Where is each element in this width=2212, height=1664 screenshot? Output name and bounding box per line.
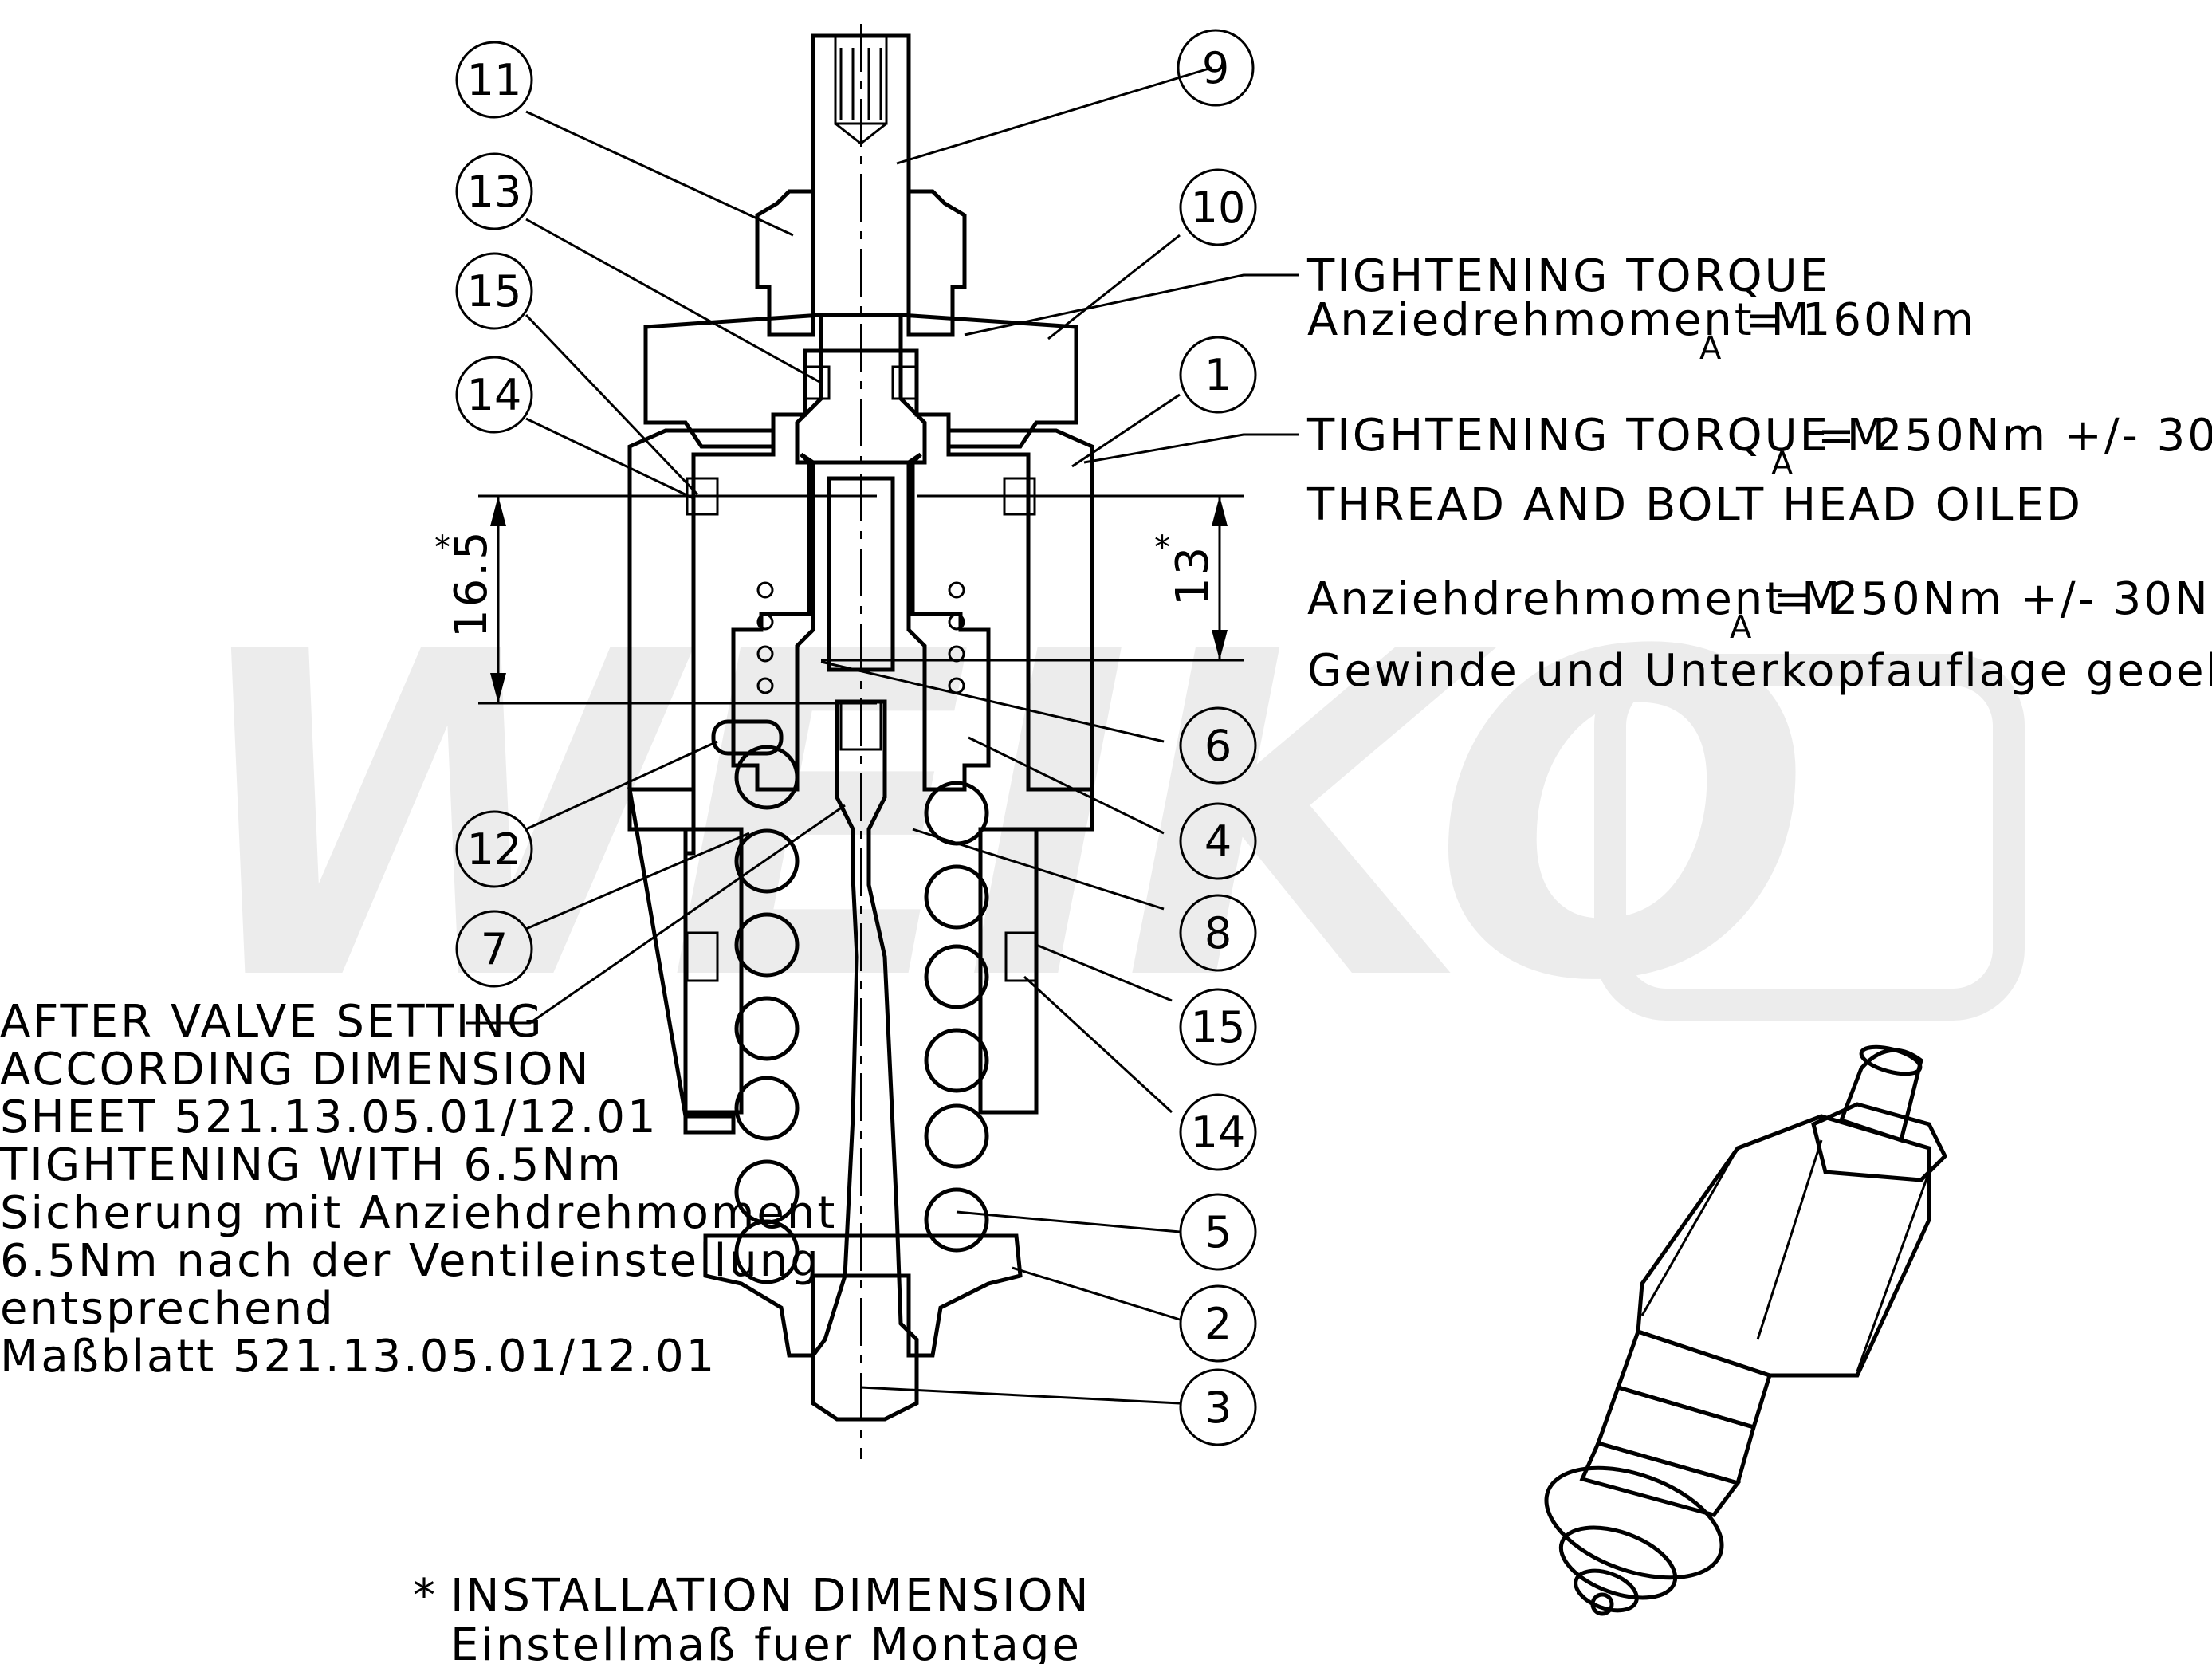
part-oring-15-left (686, 931, 719, 982)
part-lock-nut-left (755, 189, 815, 337)
part-guide-right (906, 452, 991, 792)
note-valve-setting-line: AFTER VALVE SETTING (0, 996, 544, 1048)
svg-text:14: 14 (1191, 1107, 1246, 1158)
note-torque-250: TIGHTENING TORQUE M A = 250Nm +/- 30Nm T… (1306, 410, 2212, 697)
balloons: 9 11 10 13 15 1 14 6 12 4 7 8 15 14 5 2 … (455, 29, 1257, 1446)
balloon-3: 3 (1179, 1368, 1257, 1446)
part-seal-13-left (803, 365, 831, 400)
balloon-15-top: 15 (455, 252, 533, 330)
note-valve-setting-line: ACCORDING DIMENSION (0, 1044, 591, 1096)
balloon-4: 4 (1179, 802, 1257, 880)
valve-cross-section (627, 24, 1094, 1459)
svg-text:11: 11 (467, 55, 522, 105)
balloon-12: 12 (455, 810, 533, 888)
svg-text:8: 8 (1204, 908, 1232, 958)
valve-3d-hex-body (1636, 1114, 1931, 1378)
note-installation-en: INSTALLATION DIMENSION (450, 1570, 1091, 1622)
dimension-left-star: * (434, 529, 450, 566)
note-installation-star: * (413, 1570, 438, 1622)
note-torque-250-sub: A (1771, 446, 1794, 482)
balloon-15-bottom: 15 (1179, 988, 1257, 1066)
part-sleeve-left (683, 827, 744, 1115)
balloon-7: 7 (455, 910, 533, 988)
valve-3d-view (1544, 1044, 1948, 1616)
dimension-right: 13 * (821, 494, 1244, 662)
valve-3d-tip (1590, 1592, 1614, 1616)
valve-3d-ring-1 (1615, 1328, 1773, 1430)
note-valve-setting-line: SHEET 521.13.05.01/12.01 (0, 1092, 658, 1143)
dimension-left-value: 16.5 (446, 529, 497, 638)
dimension-right-star: * (1154, 529, 1170, 566)
part-valve-stem (811, 699, 919, 1422)
balloon-6: 6 (1179, 706, 1257, 785)
note-installation-de: Einstellmaß fuer Montage (450, 1619, 1082, 1664)
valve-3d-spring-cap (1544, 1465, 1724, 1580)
note-torque-160: TIGHTENING TORQUE Anziedrehmoment M A = … (1306, 250, 1976, 367)
part-hex-cap-right (898, 313, 1078, 449)
note-torque-250-line2: THREAD AND BOLT HEAD OILED (1306, 479, 2083, 531)
part-screw-socket (834, 34, 888, 125)
watermark: WEIKO (183, 559, 2025, 1079)
note-torque-250-value: = 250Nm +/- 30Nm (1817, 410, 2212, 462)
balloon-5: 5 (1179, 1193, 1257, 1271)
note-torque-160-line1: TIGHTENING TORQUE (1306, 250, 1830, 302)
note-torque-250-de-sub: A (1730, 609, 1752, 646)
part-guide-left (731, 452, 815, 792)
note-valve-setting: AFTER VALVE SETTING ACCORDING DIMENSION … (0, 996, 837, 1383)
note-valve-setting-line: Maßblatt 521.13.05.01/12.01 (0, 1331, 717, 1383)
note-torque-250-de-line2: Gewinde und Unterkopfauflage geoelt (1307, 645, 2212, 697)
note-valve-setting-line: entsprechend (0, 1283, 336, 1335)
note-installation: * INSTALLATION DIMENSION Einstellmaß fue… (413, 1570, 1091, 1664)
svg-text:13: 13 (467, 167, 522, 217)
part-hex-cap-left (643, 313, 823, 449)
dimension-right-value: 13 (1167, 545, 1219, 606)
note-valve-setting-line: TIGHTENING WITH 6.5Nm (0, 1139, 623, 1191)
svg-text:7: 7 (481, 924, 508, 974)
svg-text:6: 6 (1204, 721, 1232, 771)
watermark-text: WEIKO (183, 559, 1804, 1079)
svg-text:4: 4 (1204, 816, 1232, 867)
note-torque-250-de-value: = 250Nm +/- 30Nm (1774, 573, 2212, 625)
svg-text:1: 1 (1204, 350, 1232, 400)
note-torque-160-sub: A (1699, 330, 1722, 367)
note-valve-setting-line: Sicherung mit Anziehdrehmoment (0, 1187, 837, 1239)
balloon-2: 2 (1179, 1284, 1257, 1363)
balloon-13: 13 (455, 152, 533, 230)
part-lock-nut-right (906, 189, 967, 337)
balloon-8: 8 (1179, 894, 1257, 972)
svg-text:15: 15 (1191, 1002, 1246, 1052)
dimension-left: 16.5 * (434, 494, 877, 705)
part-oring-15-right (1004, 931, 1038, 982)
note-torque-160-value: = 160Nm (1746, 294, 1976, 346)
balloon-14-top: 14 (455, 356, 533, 434)
balloon-14-bottom: 14 (1179, 1093, 1257, 1171)
svg-text:2: 2 (1204, 1299, 1232, 1349)
note-torque-160-line2: Anziedrehmoment M (1307, 294, 1812, 346)
svg-text:10: 10 (1191, 183, 1246, 233)
svg-text:12: 12 (467, 824, 522, 875)
balloon-9: 9 (1177, 29, 1255, 107)
svg-text:3: 3 (1204, 1383, 1232, 1433)
svg-text:14: 14 (467, 370, 522, 420)
leader-lines (466, 66, 1299, 1405)
balloon-1: 1 (1179, 336, 1257, 414)
svg-text:5: 5 (1204, 1207, 1232, 1257)
valve-3d-ring-3 (1579, 1440, 1742, 1517)
part-sleeve-right (978, 827, 1039, 1115)
part-body-right (946, 428, 1094, 792)
valve-3d-lock-nut (1811, 1102, 1948, 1182)
note-torque-250-de-line1: Anziehdrehmoment M (1307, 573, 1842, 625)
balloon-10: 10 (1179, 168, 1257, 246)
balloon-11: 11 (455, 41, 533, 119)
part-piston-bore (827, 476, 895, 672)
watermark-logo-frame (1594, 654, 2025, 1021)
note-torque-250-line1: TIGHTENING TORQUE M (1306, 410, 1888, 462)
part-seal-13-right (891, 365, 918, 400)
part-spring-retainer (703, 1233, 1023, 1358)
note-valve-setting-line: 6.5Nm nach der Ventileinstellung (0, 1235, 821, 1287)
svg-text:9: 9 (1202, 43, 1229, 93)
svg-text:15: 15 (467, 266, 522, 317)
